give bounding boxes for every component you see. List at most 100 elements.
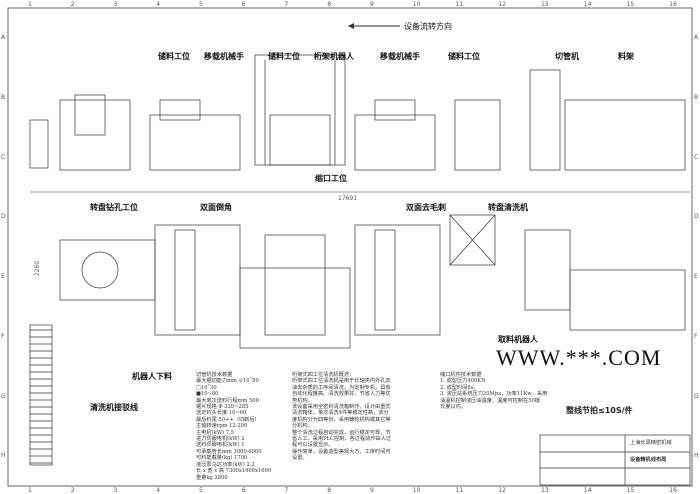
spec-line: 3. 液压站系统压力20Mpa，功率11Kw，采用	[440, 391, 548, 398]
gripper-2	[374, 99, 416, 121]
spec-line: 缩口机件技术数据	[440, 372, 482, 378]
grid-number: 9	[370, 487, 374, 494]
grid-number: 2	[70, 1, 75, 8]
grid-letter: E	[694, 273, 698, 280]
transfer-1	[149, 114, 241, 171]
grid-number: 8	[327, 487, 332, 494]
label-transfer-1: 移载机械手	[204, 52, 244, 61]
spec-line: 主电机(kW) 7.5	[196, 429, 234, 436]
spec-line: 长 x 宽 x 高 7300x1900x1600	[196, 468, 272, 475]
storage-rack-1	[29, 119, 49, 169]
drawing-name: 设备精机线布局	[630, 457, 667, 463]
spec-line: 液压泵马达功率(kW) 2.2	[196, 461, 255, 468]
label-pick-robot: 取料机器人	[498, 335, 538, 344]
spec-line: 可料能载量(kg) 1700	[196, 455, 248, 462]
spec-line: 势机构。	[292, 397, 313, 404]
grid-letter: H	[694, 452, 699, 460]
cycle-time: 整线节拍≤10S/件	[566, 406, 633, 415]
grid-number: 7	[284, 1, 289, 8]
grid-letter: G	[694, 392, 699, 400]
watermark: WWW.***.COM	[496, 345, 662, 370]
spec-line: 最大锯切能力mm ⊙10˚80	[196, 378, 259, 385]
spec-line: 1. 成型压力400KN	[440, 378, 486, 385]
spec-line: 清洗箱体，单次清洗4件等稳定性高，该分	[292, 410, 389, 417]
grid-number: 4	[156, 1, 161, 8]
spec-line: □10˚30	[196, 384, 217, 391]
spec-line: 油去杂质的工序间清洗，为定制专机，具有	[292, 384, 391, 391]
gripper-1	[159, 99, 201, 121]
grid-number: 6	[241, 487, 246, 494]
grid-letter: C	[694, 153, 699, 161]
spec-line: 锯片规格 Φ 220~285	[196, 404, 249, 411]
spec-line: 桁架式四工位清洗机概述：	[292, 372, 355, 378]
grid-letter: B	[1, 93, 6, 101]
material-rack	[564, 99, 686, 171]
spec-line: 最大单次送料行程mm 500	[196, 397, 259, 404]
grid-number: 7	[284, 487, 289, 494]
neck-station	[269, 114, 331, 166]
grid-letter: D	[694, 213, 699, 221]
label-storage-1: 储料工位	[158, 52, 190, 61]
grid-number: 12	[498, 487, 506, 494]
label-neck: 缩口工位	[315, 174, 347, 183]
company-name: 上海长恩精密机械	[630, 440, 672, 446]
grid-number: 16	[669, 487, 677, 494]
spec-line: 送料伺服电机(kW) 1	[196, 442, 245, 449]
grid-number: 14	[583, 487, 592, 494]
grid-letter: B	[694, 93, 699, 101]
spec-line: 送定料头长度 10~60	[196, 410, 247, 417]
grid-number: 1	[28, 1, 32, 8]
robot-arm-1	[74, 94, 106, 136]
spec-line: ■10~80	[196, 391, 219, 398]
rotary-washer	[449, 214, 496, 266]
spec-line: 自动化程度高、清洗效果好、节省人力等优	[292, 391, 391, 398]
grid-number: 10	[412, 1, 421, 8]
dim-width: 2260	[34, 260, 42, 277]
spec-line: 主轴转速rpm 12-200	[196, 423, 248, 430]
label-chamfer: 双面倒角	[200, 203, 232, 212]
grid-number: 16	[669, 1, 677, 8]
grid-number: 13	[541, 487, 549, 494]
label-storage-2: 储料工位	[268, 52, 300, 61]
grid-letter: E	[1, 273, 5, 280]
label-robot-unload: 机器人下料	[132, 372, 172, 381]
spec-line: 设置。	[292, 455, 308, 462]
grid-number: 10	[412, 487, 421, 494]
pipe-cutter	[529, 69, 561, 171]
spec-line: 2. 成型时间8s。	[440, 384, 479, 391]
grid-letter: H	[1, 452, 6, 460]
grid-number: 11	[455, 1, 464, 8]
gantry-robot	[254, 54, 346, 166]
grid-number: 3	[113, 487, 118, 494]
spec-line: 最后料尾 50++（切断后）	[196, 416, 260, 423]
grid-letter: G	[1, 392, 6, 400]
label-cutter: 切管机	[555, 52, 579, 61]
double-chamfer	[154, 224, 241, 336]
washer	[239, 267, 351, 349]
grid-number: 9	[370, 1, 374, 8]
grid-letter: C	[1, 153, 6, 161]
spec-line: 可承载管长mm 3000-6000	[196, 448, 262, 455]
grid-number: 6	[241, 1, 246, 8]
robot-cell-2	[454, 99, 501, 171]
grid-number: 12	[498, 1, 506, 8]
grid-number: 13	[541, 1, 549, 8]
border	[7, 7, 693, 487]
spec-line: 整个清洗过程自动完成，运行稳定可靠，节	[292, 429, 391, 436]
cutter-2	[524, 229, 571, 311]
spec-line: 桁架式四工位清洗机是用于长轴类内外孔去	[292, 378, 391, 385]
label-rotary-drill: 转盘钻孔工位	[90, 203, 138, 212]
flow-direction-label: 设备流转方向	[404, 22, 452, 31]
spec-line: 氏度以内。	[440, 404, 466, 411]
spec-line: 切管机技术数据	[196, 372, 233, 378]
grid-number: 2	[70, 487, 75, 494]
spec-line: 该设备采用全密封清洗箱制作，设计由重式	[292, 404, 391, 411]
robot-cell-1	[59, 99, 131, 171]
label-deburr: 双面去毛刺	[406, 203, 446, 212]
grid-number: 11	[455, 487, 464, 494]
spec-line: 油温机控制液压油温度，温度可控制在50摄	[440, 397, 540, 404]
